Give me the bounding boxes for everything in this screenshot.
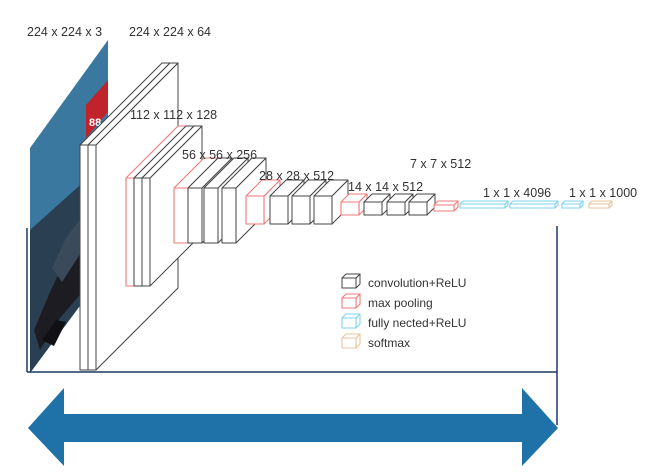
fc-legend-cube: [341, 313, 361, 329]
legend-item-conv: convolution+ReLU: [341, 273, 466, 290]
image-plate-text: 88: [89, 117, 101, 129]
pool5-block: [433, 200, 459, 212]
span-bracket: [26, 226, 558, 425]
input-dim-label: 224 x 224 x 3: [27, 25, 102, 39]
legend-item-softmax: softmax: [341, 333, 410, 350]
softmax-legend-cube: [341, 333, 361, 349]
softmax-legend-icon: [341, 333, 361, 349]
stage4-dim-label: 28 x 28 x 512: [259, 169, 334, 183]
fc7-block: [509, 200, 559, 209]
legend-label-pool: max pooling: [368, 296, 433, 310]
fc-dim-label: 1 x 1 x 4096: [483, 186, 551, 200]
stage2-dim-label: 112 x 112 x 128: [130, 108, 217, 122]
legend-label-softmax: softmax: [368, 336, 410, 350]
stage6-dim-label: 7 x 7 x 512: [410, 157, 471, 171]
fc8-block: [561, 200, 584, 209]
pool-legend-cube: [341, 293, 361, 309]
double-headed-arrow-icon: [28, 388, 558, 466]
conv5-3-block: [408, 193, 436, 216]
fc-legend-icon: [341, 313, 361, 329]
legend-item-fc: fully nected+ReLU: [341, 313, 466, 330]
stage3-dim-label: 56 x 56 x 256: [182, 148, 257, 162]
pool4-block: [340, 193, 368, 216]
legend-label-conv: convolution+ReLU: [368, 276, 466, 290]
network-layers: [79, 62, 613, 371]
legend-label-fc: fully nected+ReLU: [368, 316, 466, 330]
softmax-block: [588, 200, 613, 209]
dimension-labels: 224 x 224 x 3 224 x 224 x 64 112 x 112 x…: [27, 25, 637, 200]
conv-legend-icon: [341, 273, 361, 289]
pool-legend-icon: [341, 293, 361, 309]
fc6-block: [459, 200, 509, 209]
conv-legend-cube: [341, 273, 361, 289]
stage5-dim-label: 14 x 14 x 512: [348, 180, 423, 194]
softmax-dim-label: 1 x 1 x 1000: [569, 186, 637, 200]
stage1-dim-label: 224 x 224 x 64: [129, 25, 211, 39]
legend-item-pool: max pooling: [341, 293, 433, 310]
legend: convolution+ReLU max pooling fully necte…: [341, 273, 466, 350]
conv5-1-block: [363, 193, 391, 216]
